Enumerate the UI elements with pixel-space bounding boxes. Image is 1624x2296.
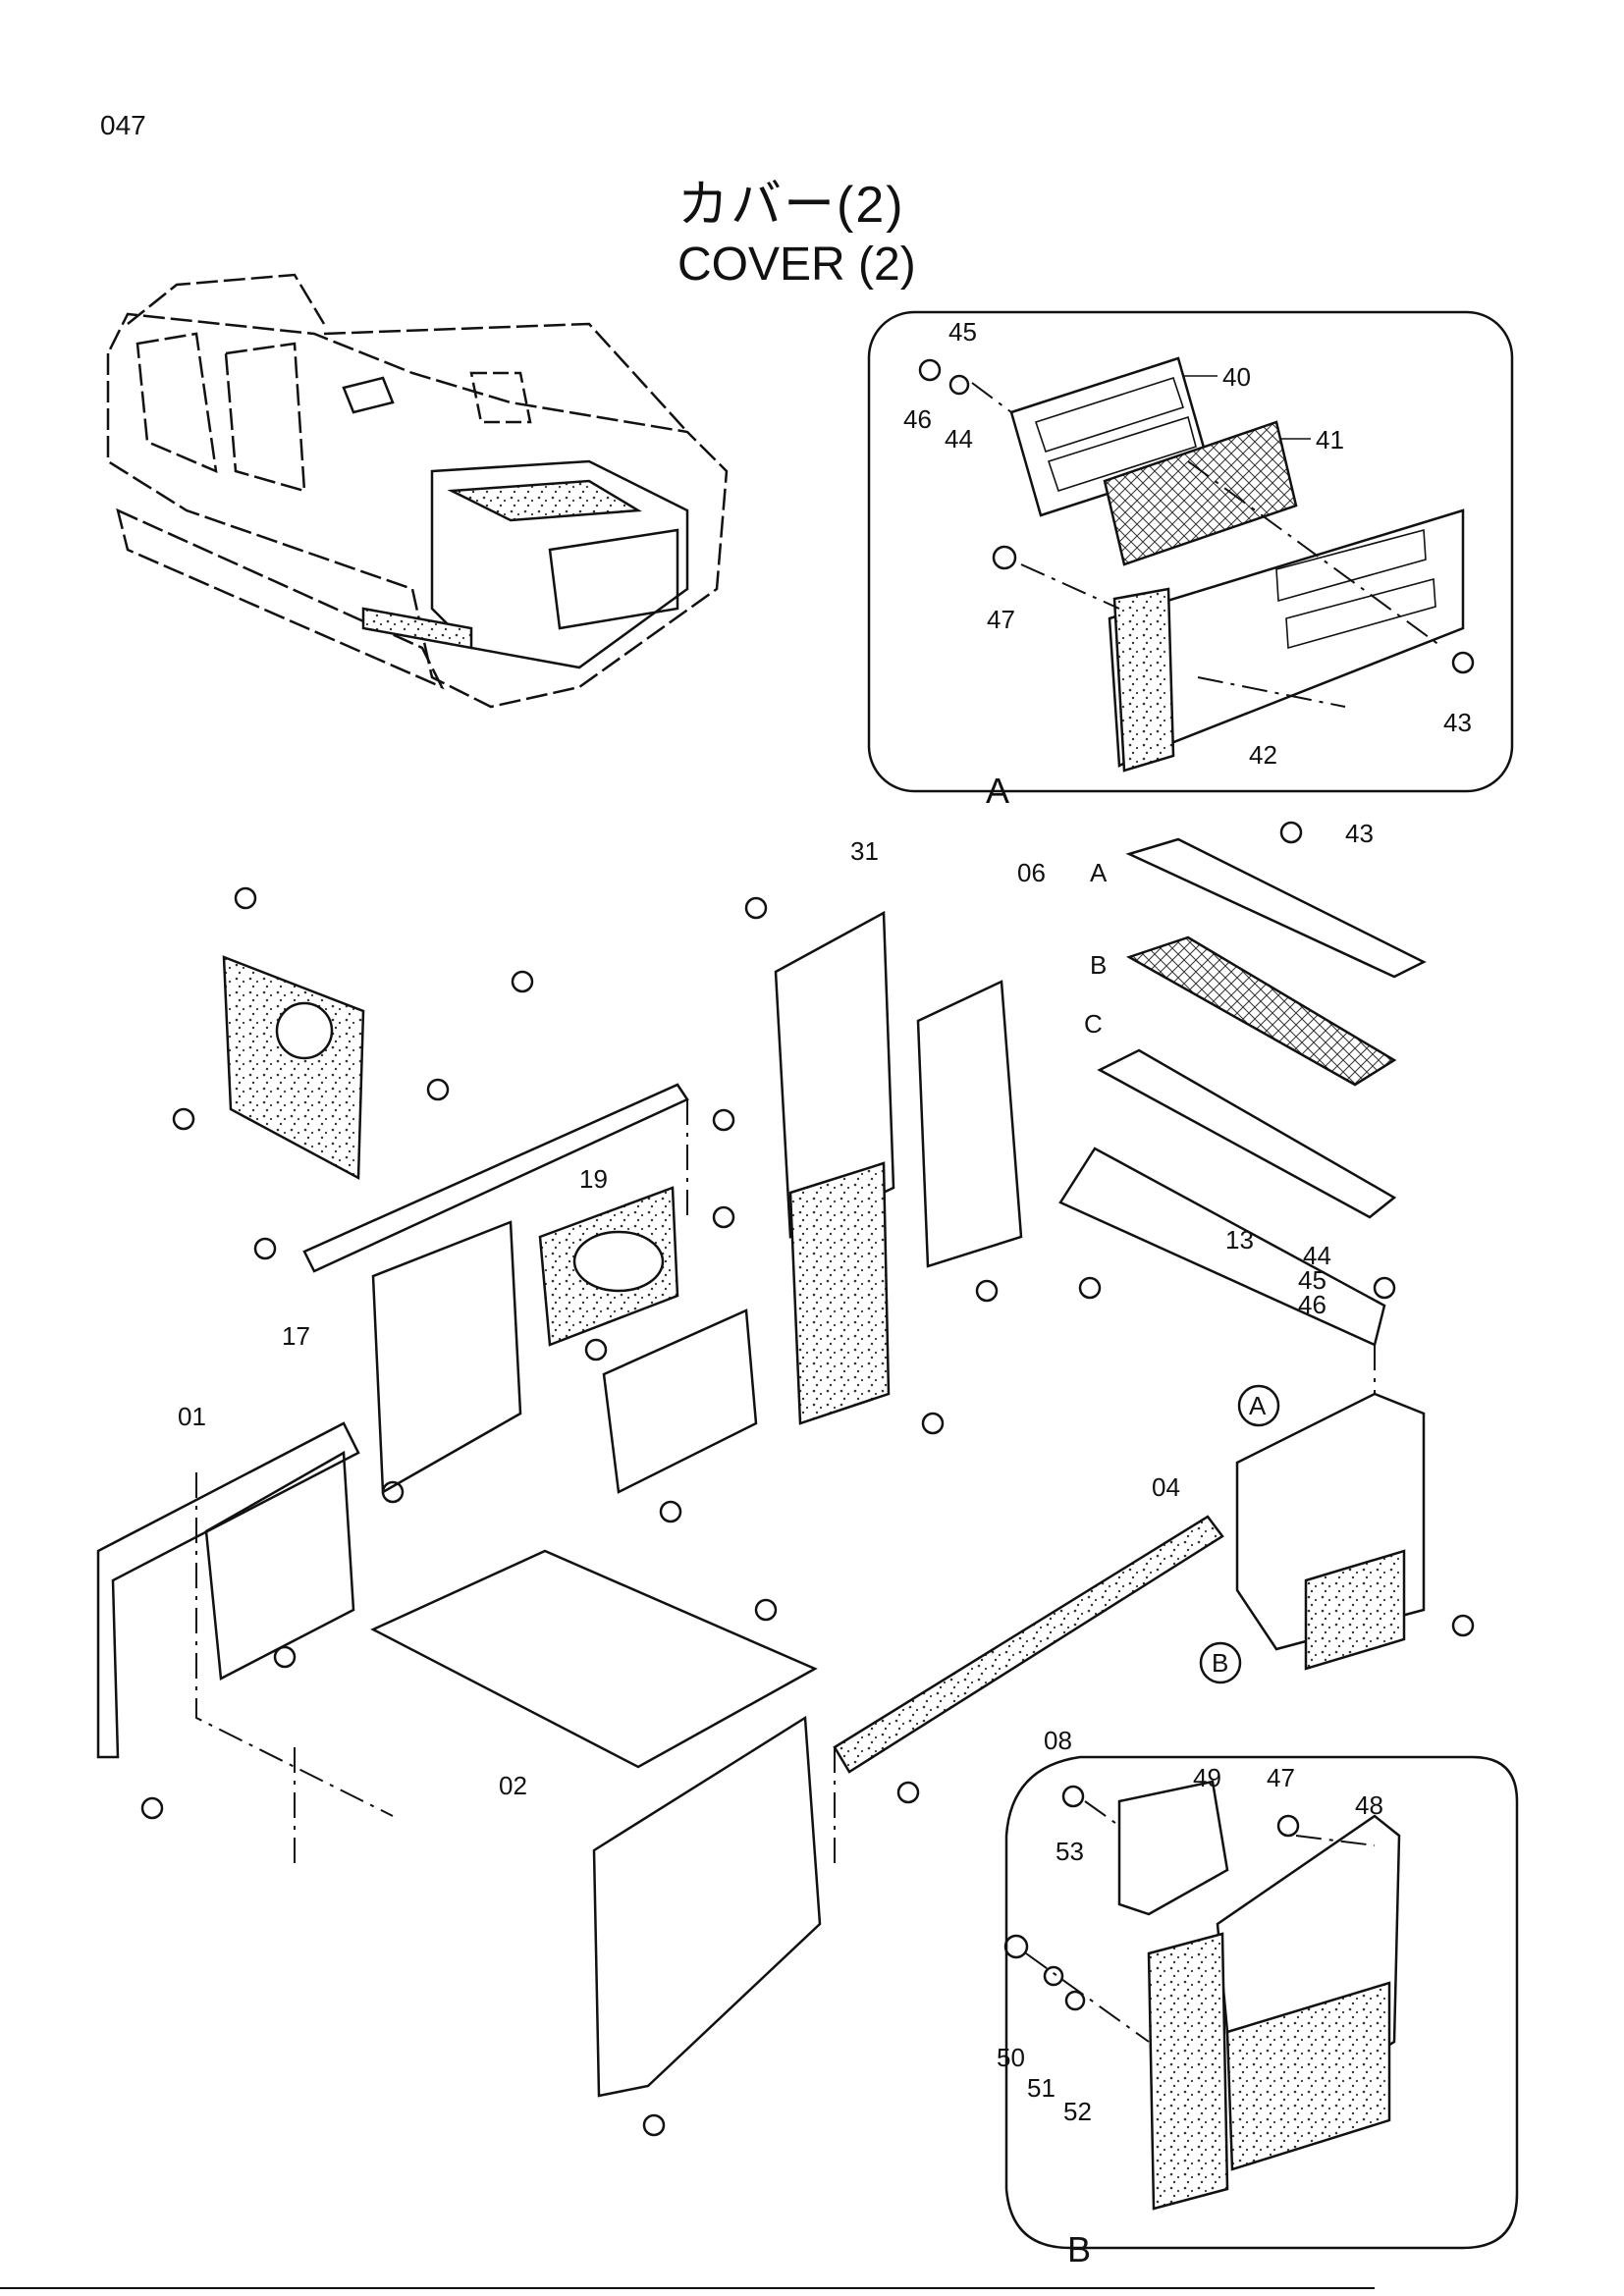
callout-06: 06 [1017,858,1046,887]
title-japanese: カバー(2) [677,177,905,234]
callout-31: 31 [850,836,879,866]
sub-label-b: B [1090,950,1107,980]
main-exploded-assembly [96,821,1475,2137]
detail-b-panel [1003,1755,1519,2250]
callout-01: 01 [178,1402,206,1431]
circle-ref-a: A [1249,1391,1267,1420]
callout-13: 13 [1225,1225,1254,1255]
callout-41: 41 [1316,425,1344,454]
title-block: カバー(2) COVER (2) [677,175,916,294]
detail-b-label: B [1067,2229,1091,2269]
callout-46-a: 46 [903,404,932,434]
detail-a-panel [867,310,1514,793]
callout-51: 51 [1027,2073,1056,2103]
callout-04: 04 [1152,1472,1180,1502]
callout-44-a: 44 [945,424,973,454]
callout-45-main: 45 [1298,1265,1326,1295]
callout-52: 52 [1063,2097,1092,2126]
callout-17: 17 [282,1321,310,1351]
callout-42: 42 [1249,740,1277,770]
callout-43-a: 43 [1443,708,1472,737]
callout-46-main: 46 [1298,1290,1326,1319]
excavator-overview-illustration [106,273,729,709]
callout-44-main: 44 [1303,1241,1331,1270]
page-number: 047 [100,110,146,140]
callout-45-a: 45 [948,317,977,347]
callout-43-main: 43 [1345,819,1374,848]
circle-ref-b: B [1212,1648,1228,1678]
callout-53: 53 [1056,1837,1084,1866]
callout-19: 19 [579,1164,608,1194]
bottom-rule [0,2287,1375,2289]
sub-label-c: C [1084,1009,1103,1039]
callout-08: 08 [1044,1726,1072,1755]
callout-02: 02 [499,1771,527,1800]
detail-a-label: A [986,771,1009,811]
callout-50: 50 [997,2043,1025,2072]
callout-48: 48 [1355,1790,1383,1820]
sub-label-a: A [1090,858,1108,887]
callout-47-a: 47 [987,605,1015,634]
callout-40: 40 [1222,362,1251,392]
callout-49: 49 [1193,1763,1221,1792]
title-english: COVER (2) [677,239,916,291]
callout-47-b: 47 [1267,1763,1295,1792]
